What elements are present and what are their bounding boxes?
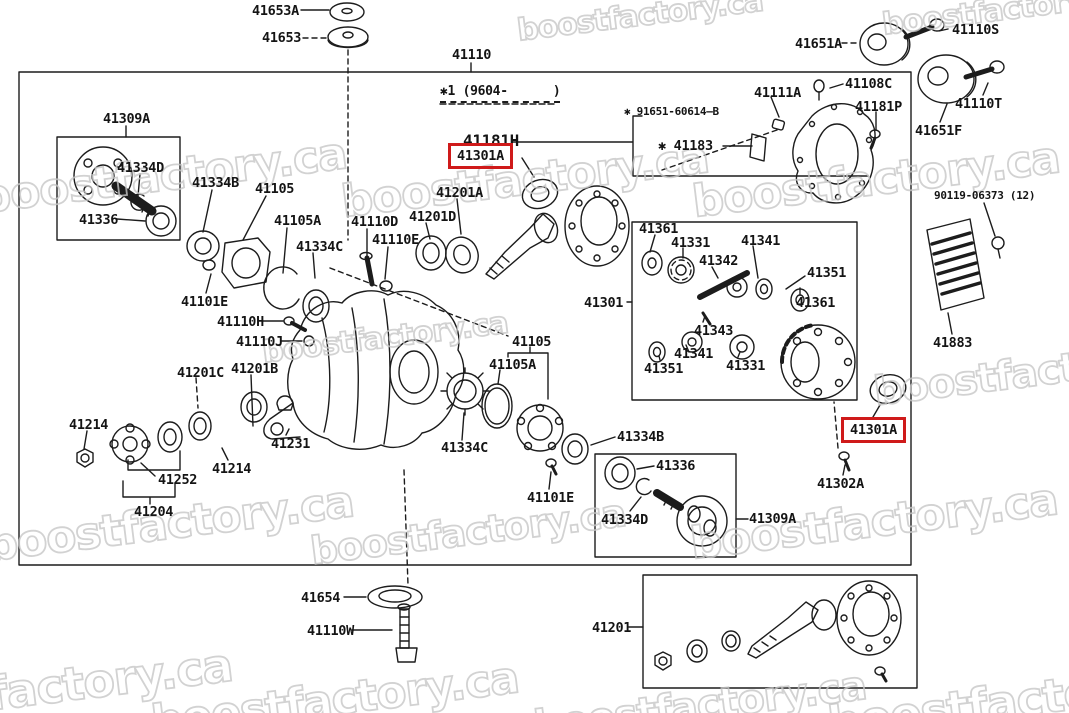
baffle-plate-drawing bbox=[927, 219, 1004, 310]
part-label-41204: 41204 bbox=[134, 504, 174, 520]
part-label-41653a: 41653A bbox=[252, 3, 299, 19]
rear-cover-drawing bbox=[750, 80, 880, 203]
dashed-lines bbox=[196, 38, 856, 585]
part-label-41201c: 41201C bbox=[177, 365, 224, 381]
part-label-41341: 41341 bbox=[741, 233, 781, 249]
ring-gear-drawing bbox=[565, 186, 629, 266]
part-label-41101e: 41101E bbox=[181, 294, 228, 310]
diagram-frame-boxes bbox=[19, 72, 917, 688]
part-label-41331: 41331 bbox=[671, 235, 711, 251]
part-label-41181p: 41181P bbox=[855, 99, 902, 115]
part-label-41342: 41342 bbox=[699, 253, 739, 269]
part-label-41309a: 41309A bbox=[103, 111, 150, 127]
part-label-41651a: 41651A bbox=[795, 36, 842, 52]
part-label-41214: 41214 bbox=[212, 461, 252, 477]
part-label-41110s: 41110S bbox=[952, 22, 999, 38]
side-retainer-row-drawing bbox=[441, 368, 588, 474]
bearing-retainer-chain-drawing bbox=[187, 231, 329, 346]
part-label-41336: 41336 bbox=[656, 458, 696, 474]
part-label-41214: 41214 bbox=[69, 417, 109, 433]
part-label-41301a: 41301A bbox=[841, 417, 906, 444]
part-label-41301: 41301 bbox=[584, 295, 624, 311]
part-label-41653: 41653 bbox=[262, 30, 302, 46]
part-label-41105a: 41105A bbox=[274, 213, 321, 229]
part-label-41231: 41231 bbox=[271, 436, 311, 452]
part-label-41334d: 41334D bbox=[117, 160, 164, 176]
part-label-41110j: 41110J bbox=[236, 334, 283, 350]
part-label-41111a: 41111A bbox=[754, 85, 801, 101]
differential-gear-kit-drawing bbox=[642, 251, 855, 399]
part-label-41351: 41351 bbox=[644, 361, 684, 377]
part-label-41331: 41331 bbox=[726, 358, 766, 374]
part-label-41302a: 41302A bbox=[817, 476, 864, 492]
part-label-41110: 41110 bbox=[452, 47, 492, 63]
part-label-41105: 41105 bbox=[255, 181, 295, 197]
part-label-41110w: 41110W bbox=[307, 623, 354, 639]
part-label-41883: 41883 bbox=[933, 335, 973, 351]
axle-subassembly-inset-drawing bbox=[605, 457, 727, 546]
mount-cushions-drawing bbox=[860, 19, 1004, 103]
part-label-41361: 41361 bbox=[639, 221, 679, 237]
flange-bolt-washer-drawing bbox=[360, 253, 392, 292]
part-label-41252: 41252 bbox=[158, 472, 198, 488]
part-label-41183: ✱ 41183 bbox=[658, 138, 713, 154]
part-label-41110h: 41110H bbox=[217, 314, 264, 330]
part-label-41341: 41341 bbox=[674, 346, 714, 362]
part-label-41654: 41654 bbox=[301, 590, 341, 606]
part-label-41101e: 41101E bbox=[527, 490, 574, 506]
ring-pinion-set-inset-drawing bbox=[655, 581, 901, 681]
part-label-41309a: 41309A bbox=[749, 511, 796, 527]
drive-pinion-front-drawing bbox=[416, 175, 562, 279]
part-label-41105a: 41105A bbox=[489, 357, 536, 373]
part-label-41336: 41336 bbox=[79, 212, 119, 228]
filler-plug-drawing bbox=[368, 586, 422, 662]
part-label-41201: 41201 bbox=[592, 620, 632, 636]
part-label-41108c: 41108C bbox=[845, 76, 892, 92]
part-label-41651f: 41651F bbox=[915, 123, 962, 139]
part-label-41301a: 41301A bbox=[448, 143, 513, 170]
part-label-41334b: 41334B bbox=[192, 175, 239, 191]
side-gear-shaft-inset-drawing bbox=[74, 147, 176, 236]
part-label-41201b: 41201B bbox=[231, 361, 278, 377]
part-label-41201d: 41201D bbox=[409, 209, 456, 225]
side-oil-seal-drawing bbox=[839, 371, 909, 470]
leader-lines bbox=[84, 10, 995, 630]
part-label-41110d: 41110D bbox=[351, 214, 398, 230]
part-label-41110e: 41110E bbox=[372, 232, 419, 248]
companion-flange-row-drawing bbox=[77, 392, 293, 467]
part-label-41351: 41351 bbox=[807, 265, 847, 281]
part-label-41334c: 41334C bbox=[296, 239, 343, 255]
part-label-90119-06373-12: 90119-06373 (12) bbox=[934, 189, 1036, 202]
breather-plug-washers-drawing bbox=[328, 3, 368, 48]
part-label-41334b: 41334B bbox=[617, 429, 664, 445]
part-label-41334c: 41334C bbox=[441, 440, 488, 456]
production-date-note: ✱1 (9604- ) bbox=[440, 85, 561, 103]
part-label-41105: 41105 bbox=[512, 334, 552, 350]
part-label-41361: 41361 bbox=[796, 295, 836, 311]
part-label-41343: 41343 bbox=[694, 323, 734, 339]
part-label-41334d: 41334D bbox=[601, 512, 648, 528]
part-label-41110t: 41110T bbox=[955, 96, 1002, 112]
part-label-91651-60614-b: ✱ 91651-60614–B bbox=[624, 105, 719, 118]
part-label-41201a: 41201A bbox=[436, 185, 483, 201]
